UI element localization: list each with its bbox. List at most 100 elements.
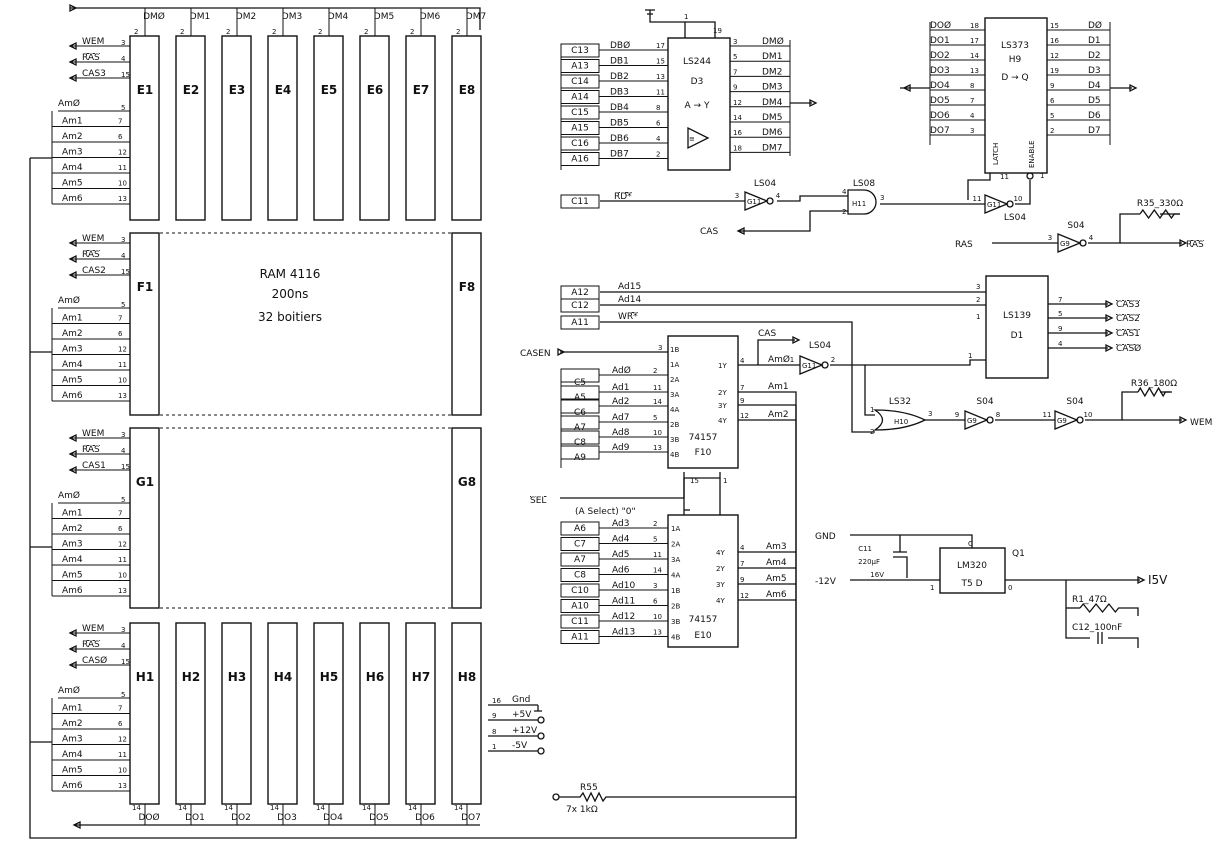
h9-out-label: D4 [1088, 81, 1101, 91]
d3-in-pin: 15 [656, 58, 665, 66]
ram-chip-label: G1 [136, 475, 154, 489]
e10-conn: C7 [574, 540, 586, 550]
ram-chip-label: H1 [136, 670, 154, 684]
e10-in-label: Ad4 [612, 535, 630, 545]
ram-top-pin: 2 [272, 28, 276, 36]
f10-cas-label: CAS [758, 329, 776, 339]
e10-in-label: Ad11 [612, 597, 635, 607]
d3-in-pin: 6 [656, 120, 661, 128]
dm-bus-label: DM7 [466, 12, 486, 22]
f10-in-pin: 14 [653, 398, 662, 406]
h9-latch-pin: 11 [1000, 173, 1009, 181]
static-wiring [29, 3, 1188, 839]
d3-out-label: DM4 [762, 98, 783, 108]
addr-label: Am1 [62, 314, 83, 324]
buffer-mark: ≡ [689, 135, 695, 143]
addr-pin: 6 [118, 525, 123, 533]
f10-chip [667, 335, 739, 469]
d3-out-label: DM2 [762, 67, 782, 77]
ctrl-pin: 4 [121, 55, 126, 63]
addr-label: Am4 [62, 750, 83, 760]
f10-out-name: 2Y [718, 389, 727, 397]
addr-pin: 7 [118, 118, 122, 126]
addr-label: AmØ [58, 295, 80, 306]
do-bus-label: DO6 [415, 813, 435, 823]
h9-in-pin: 4 [970, 112, 975, 120]
ram-bottom-pin: 14 [362, 804, 371, 812]
rd-cas-label: CAS [700, 227, 718, 237]
addr-label: Am5 [62, 179, 83, 189]
f10-in-label: AdØ [612, 365, 631, 376]
e10-out-pin: 7 [740, 560, 744, 568]
ram-note: RAM 4116 [260, 267, 321, 281]
d1-conn: A11 [571, 318, 589, 328]
addr-label: Am6 [62, 194, 83, 204]
d1-in-label: Ad14 [618, 295, 641, 305]
wem-or-type: LS32 [889, 397, 911, 407]
dm-bus-label: DM5 [374, 12, 394, 22]
d1-in-pin: 3 [976, 283, 980, 291]
addr-label: Am3 [62, 540, 83, 550]
ram-chip [405, 35, 436, 221]
ram-top-pin: 2 [180, 28, 184, 36]
ras-inv [1057, 233, 1082, 253]
addr-pin: 5 [121, 496, 125, 504]
e10-chip [667, 514, 739, 648]
conn-box [560, 298, 600, 313]
ram-bottom-pin: 14 [316, 804, 325, 812]
ram-chip [451, 35, 482, 221]
e10-out-pin: 12 [740, 592, 749, 600]
addr-pin: 7 [118, 705, 122, 713]
psu-gnd: GND [815, 532, 836, 542]
ctrl-pin: 15 [121, 268, 130, 276]
d3-out-label: DM6 [762, 128, 783, 138]
addr-pin: 12 [118, 736, 127, 744]
sel-pin1: 15 [690, 477, 699, 485]
f10-conn: C8 [574, 438, 586, 448]
addr-label: Am4 [62, 163, 83, 173]
conn-label: C13 [571, 46, 589, 56]
h9-out-pin: 5 [1050, 112, 1054, 120]
f10-inv-pin-out: 2 [831, 356, 835, 364]
e10-out-label: Am6 [766, 590, 787, 600]
h9-out-pin: 9 [1050, 82, 1054, 90]
rd-inv1-pin-in: 3 [735, 192, 739, 200]
wem-inv1-pin-out: 8 [996, 411, 1000, 419]
f10-in-pin: 11 [653, 384, 662, 392]
do-bus-label: DO1 [185, 813, 205, 823]
ram-chip-label: H5 [320, 670, 338, 684]
psu-resistor [1079, 602, 1125, 614]
e10-pin-name: 3B [671, 618, 680, 626]
d1-in-pin: 2 [976, 296, 980, 304]
h9-out-label: D1 [1088, 36, 1101, 46]
ctrl-label: CAS1 [82, 461, 106, 471]
f10-in-label: Ad9 [612, 443, 630, 453]
ras-inv-pin-out: 4 [1089, 234, 1094, 242]
ctrl-arrow [68, 433, 77, 443]
ram-top-pin: 2 [318, 28, 322, 36]
conn-box [560, 194, 600, 209]
ram-note: 200ns [272, 287, 309, 301]
h9-name: H9 [1009, 55, 1022, 65]
rd-inv1 [744, 191, 769, 211]
d3-name: D3 [691, 77, 704, 87]
conn-label: C14 [571, 77, 589, 87]
e10-pin-name: 1A [671, 525, 680, 533]
addr-pin: 10 [118, 377, 127, 385]
ctrl-arrow [68, 73, 77, 83]
d3-out-pin: 12 [733, 99, 742, 107]
ctrl-pin: 3 [121, 236, 125, 244]
dm-bus-label: DM1 [190, 12, 210, 22]
ram-chip [313, 35, 344, 221]
d3-in-label: DB7 [610, 150, 629, 160]
ctrl-label: CAS3 [82, 69, 106, 79]
h9-in-label: DO5 [930, 96, 950, 106]
h9-type: LS373 [1001, 41, 1029, 51]
h9-in-pin: 13 [970, 67, 979, 75]
d1-out-pin: 9 [1058, 325, 1062, 333]
f10-out-name: 3Y [718, 402, 727, 410]
h9-out-label: D5 [1088, 96, 1101, 106]
f10-name: F10 [695, 448, 712, 458]
e10-out-label: Am4 [766, 558, 787, 568]
